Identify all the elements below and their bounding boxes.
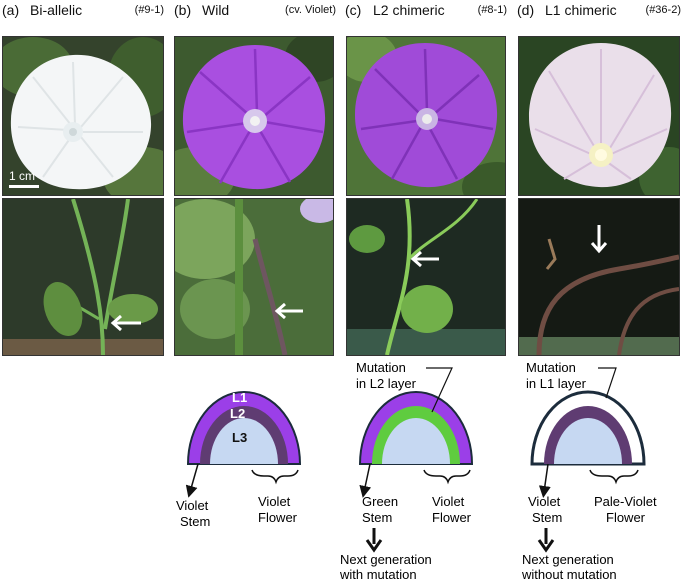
panel-title: L1 chimeric — [545, 2, 617, 18]
panel-header-d: (d) L1 chimeric (#36-2) — [515, 0, 685, 34]
photo-flower-d — [518, 36, 680, 196]
next-label-line1: Next generation — [340, 552, 432, 567]
panel-letter: (d) — [517, 2, 535, 18]
panel-code: (#9-1) — [134, 4, 164, 16]
label-l2: L2 — [230, 406, 245, 421]
layer-diagrams: L1 L2 L3 Violet Stem Violet Flower Mutat… — [176, 360, 657, 582]
diagram-l2-chimeric: Mutation in L2 layer Green Stem Violet F… — [339, 360, 474, 582]
flower-label-line2: Flower — [432, 510, 472, 525]
panel-title: Bi-allelic — [30, 2, 83, 18]
label-l3: L3 — [232, 430, 247, 445]
scale-bar-line — [9, 185, 39, 188]
layer-l3-core — [210, 418, 278, 464]
stem-label-line2: Stem — [362, 510, 392, 525]
flower-pale-violet-image — [519, 37, 679, 195]
mutation-pointer — [426, 367, 453, 413]
stem-arrow — [538, 463, 551, 498]
stem-arrow — [359, 463, 372, 498]
panel-code: (#36-2) — [645, 4, 681, 16]
panel-title: L2 chimeric — [373, 2, 445, 18]
flower-label-line2: Flower — [606, 510, 646, 525]
photo-stem-d — [518, 198, 680, 356]
layer-l3-core — [554, 418, 622, 464]
panel-letter: (a) — [2, 2, 20, 18]
photo-flower-b — [174, 36, 334, 196]
panel-header-c: (c) L2 chimeric (#8-1) — [343, 0, 511, 34]
next-label-line1: Next generation — [522, 552, 614, 567]
flower-brace — [251, 469, 299, 485]
mutation-label-line2: in L1 layer — [526, 376, 587, 391]
flower-label-line1: Violet — [432, 494, 465, 509]
mutation-label-line2: in L2 layer — [356, 376, 417, 391]
diagram-l1-chimeric: Mutation in L1 layer Violet Stem Pale-Vi… — [521, 360, 657, 582]
flower-brace — [423, 469, 471, 485]
flower-violet-image — [175, 37, 333, 195]
flower-violet-image — [347, 37, 505, 195]
flower-brace — [589, 469, 639, 485]
panel-letter: (b) — [174, 2, 192, 18]
stem-violet-image — [175, 199, 333, 355]
panel-code: (cv. Violet) — [285, 4, 336, 16]
diagram-wild: L1 L2 L3 Violet Stem Violet Flower — [176, 390, 302, 529]
scale-bar-label: 1 cm — [9, 169, 36, 183]
photo-flower-c — [346, 36, 506, 196]
next-label-line2: with mutation — [339, 567, 417, 582]
layer-l3-core — [382, 418, 450, 464]
scale-bar: 1 cm — [9, 169, 39, 188]
stem-label-line1: Green — [362, 494, 398, 509]
flower-label-line1: Pale-Violet — [594, 494, 657, 509]
label-l1: L1 — [232, 390, 247, 405]
panel-header-a: (a) Bi-allelic (#9-1) — [0, 0, 168, 34]
flower-white-image — [3, 37, 163, 195]
stem-arrow — [185, 463, 199, 498]
stem-green-image — [347, 199, 505, 355]
photo-stem-b — [174, 198, 334, 356]
panel-header-b: (b) Wild (cv. Violet) — [172, 0, 340, 34]
mutation-label-line1: Mutation — [356, 360, 406, 375]
photo-stem-c — [346, 198, 506, 356]
stem-violet-image — [519, 199, 679, 355]
stem-green-image — [3, 199, 163, 355]
flower-label-line1: Violet — [258, 494, 291, 509]
photo-flower-a: 1 cm — [2, 36, 164, 196]
mutation-pointer — [598, 367, 617, 399]
panel-letter: (c) — [345, 2, 362, 18]
next-generation-arrow-head — [365, 539, 383, 553]
next-generation-arrow-head — [537, 539, 555, 553]
mutation-label-line1: Mutation — [526, 360, 576, 375]
panel-code: (#8-1) — [477, 4, 507, 16]
stem-label-line1: Violet — [176, 498, 209, 513]
photo-stem-a — [2, 198, 164, 356]
next-label-line2: without mutation — [521, 567, 617, 582]
panel-title: Wild — [202, 2, 230, 18]
stem-label-line2: Stem — [180, 514, 210, 529]
flower-label-line2: Flower — [258, 510, 298, 525]
stem-label-line2: Stem — [532, 510, 562, 525]
stem-label-line1: Violet — [528, 494, 561, 509]
